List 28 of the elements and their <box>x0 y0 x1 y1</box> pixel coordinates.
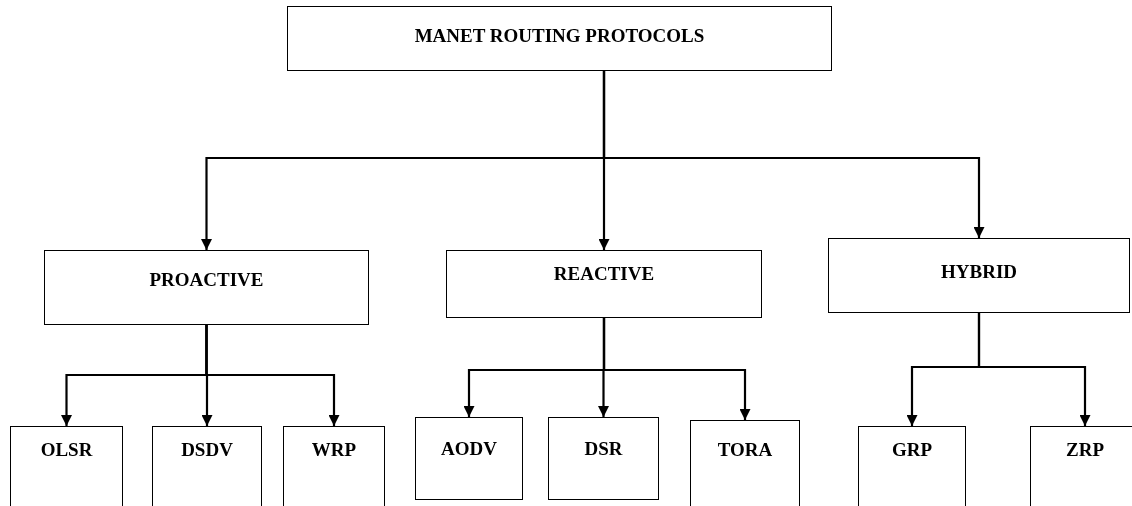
node-label: MANET ROUTING PROTOCOLS <box>413 25 706 47</box>
node-label: TORA <box>716 439 774 461</box>
arrow <box>602 318 751 420</box>
node-label: ZRP <box>1065 439 1105 461</box>
node-label: DSR <box>583 438 624 460</box>
node-label: OLSR <box>39 439 94 461</box>
node-box <box>10 426 123 506</box>
arrow <box>205 325 340 426</box>
node-box <box>1030 426 1132 506</box>
node-label: GRP <box>890 439 934 461</box>
node-box <box>44 250 369 325</box>
arrow <box>977 313 1091 426</box>
node-label: HYBRID <box>940 261 1018 283</box>
node-box <box>287 6 832 71</box>
node-label: WRP <box>310 439 358 461</box>
node-box <box>283 426 385 506</box>
node-label: DSDV <box>180 439 234 461</box>
node-box <box>690 420 800 506</box>
node-box <box>828 238 1130 313</box>
arrow <box>602 71 985 238</box>
node-label: REACTIVE <box>552 263 656 285</box>
node-box <box>858 426 966 506</box>
node-box <box>548 417 659 500</box>
node-box <box>446 250 762 318</box>
node-label: PROACTIVE <box>148 269 265 291</box>
node-label: AODV <box>440 438 498 460</box>
node-box <box>152 426 262 506</box>
node-box <box>415 417 523 500</box>
